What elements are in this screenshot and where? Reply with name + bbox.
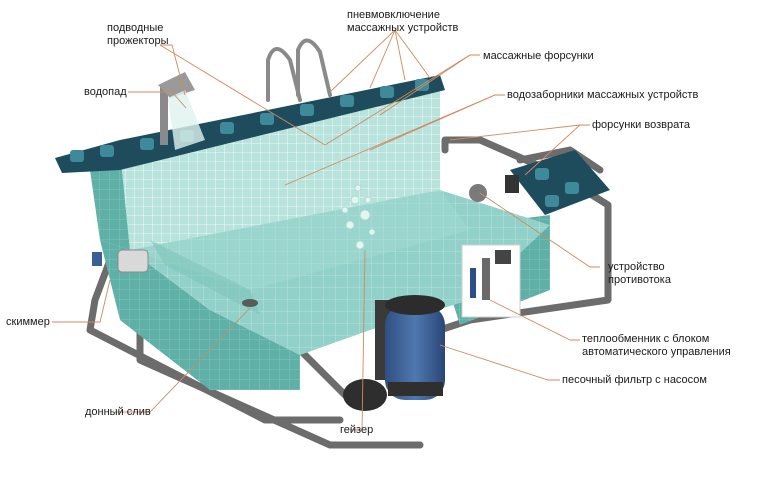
skimmer-device	[92, 249, 149, 273]
label-skimmer: скиммер	[6, 316, 50, 328]
bottom-drain-device	[242, 299, 258, 307]
label-return-nozzles: форсунки возврата	[592, 119, 691, 131]
waterfall-device	[158, 72, 205, 150]
label-geyser: гейзер	[340, 424, 374, 436]
leader-lines	[52, 29, 600, 431]
label-massage-intakes: водозаборники массажных устройств	[507, 89, 699, 101]
label-bottom-drain: донный слив	[85, 406, 151, 418]
return-nozzle-device	[505, 175, 519, 193]
counterflow-device	[469, 184, 487, 202]
pool-body	[90, 90, 550, 390]
sand-filter-device	[343, 295, 445, 411]
heat-exchanger-device	[461, 244, 521, 318]
label-massage-nozzles: массажные форсунки	[483, 50, 594, 62]
geyser-bubbles	[341, 184, 376, 250]
label-sand-filter: песочный фильтр с насосом	[562, 374, 707, 386]
ladder	[266, 38, 332, 102]
label-waterfall: водопад	[84, 86, 127, 98]
